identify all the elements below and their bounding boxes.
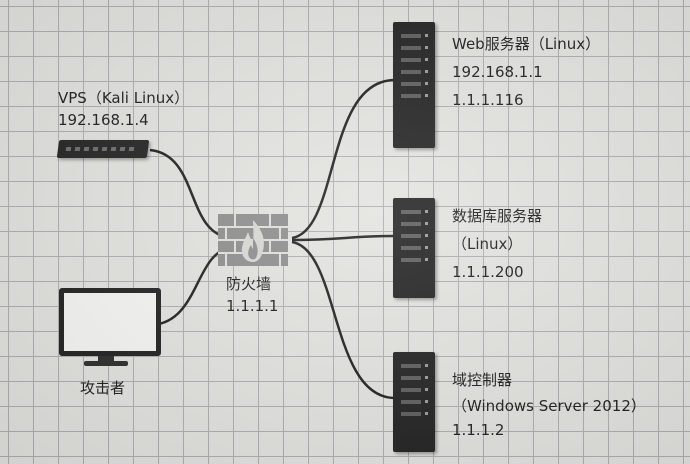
link-firewall-dc [291, 240, 396, 400]
vps-label: VPS（Kali Linux） [58, 89, 190, 107]
db-server-label: 数据库服务器 [452, 207, 543, 225]
web-server-label: Web服务器（Linux） [452, 35, 601, 53]
domain-controller-label: 域控制器 [452, 371, 513, 389]
vps-device-icon [56, 140, 150, 158]
monitor-stand [98, 356, 114, 362]
vps-ip: 192.168.1.4 [58, 111, 149, 129]
web-server-ip-2: 1.1.1.116 [452, 91, 524, 109]
domain-controller-ip: 1.1.1.2 [452, 421, 505, 439]
db-server-os: （Linux） [452, 235, 523, 253]
attacker-monitor-icon [59, 288, 161, 356]
link-firewall-db [291, 234, 396, 242]
firewall-label: 防火墙 [226, 275, 272, 293]
link-firewall-web [291, 78, 396, 240]
firewall-icon [218, 214, 288, 266]
web-server-ip-1: 192.168.1.1 [452, 63, 543, 81]
domain-controller-os: （Windows Server 2012） [452, 397, 646, 415]
firewall-ip: 1.1.1.1 [226, 297, 279, 315]
web-server-icon [393, 22, 435, 148]
db-server-icon [393, 198, 435, 298]
link-vps-firewall [149, 148, 233, 240]
db-server-ip: 1.1.1.200 [452, 263, 524, 281]
monitor-base [84, 361, 128, 366]
domain-controller-icon [393, 352, 435, 452]
attacker-label: 攻击者 [80, 379, 126, 397]
